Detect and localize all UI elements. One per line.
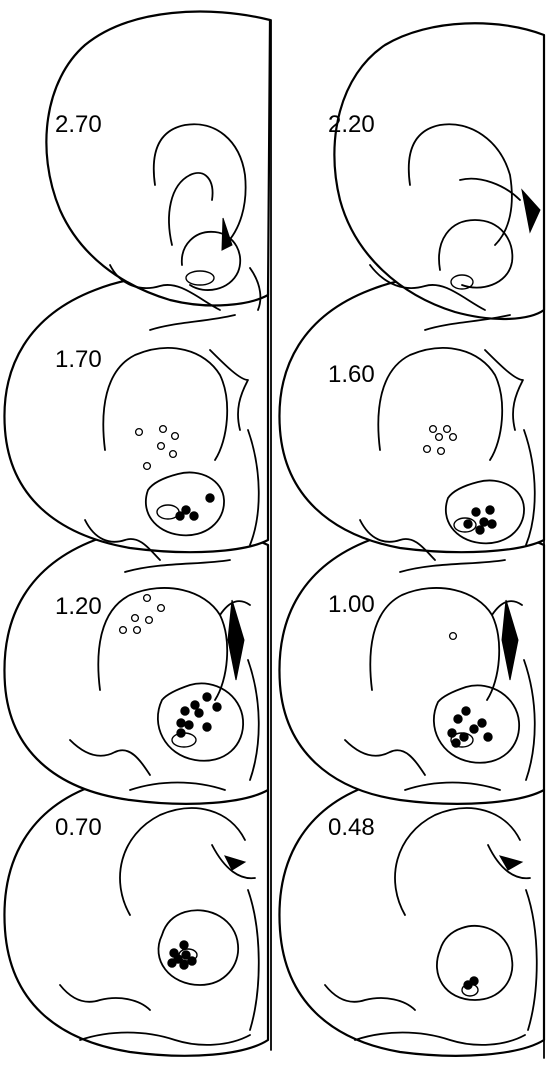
open-site-s5-5 [134,627,141,634]
filled-site-s4-2 [480,518,488,526]
open-site-s3-0 [136,429,143,436]
filled-site-s4-0 [472,508,480,516]
open-site-s3-3 [158,443,165,450]
open-site-s3-5 [144,463,151,470]
filled-site-s6-4 [448,729,456,737]
level-label-s6: 1.00 [328,591,375,618]
open-site-s3-2 [172,433,179,440]
filled-site-s5-2 [213,703,221,711]
filled-site-s8-1 [470,977,478,985]
open-site-s3-1 [160,426,167,433]
filled-site-s6-0 [462,707,470,715]
open-site-s4-1 [444,426,451,433]
level-label-s4: 1.60 [328,361,375,388]
filled-site-s5-4 [195,709,203,717]
filled-site-s6-1 [454,715,462,723]
filled-site-s4-3 [464,520,472,528]
filled-site-s6-6 [484,733,492,741]
filled-site-s3-2 [190,512,198,520]
filled-site-s6-5 [460,733,468,741]
level-label-s2: 2.20 [328,111,375,138]
filled-site-s4-1 [486,506,494,514]
open-site-s5-2 [132,615,139,622]
open-site-s4-2 [436,434,443,441]
section-s1: 2.70 [46,12,270,330]
open-site-s5-1 [158,605,165,612]
filled-site-s5-6 [185,721,193,729]
level-label-s5: 1.20 [55,593,102,620]
filled-site-s5-1 [191,701,199,709]
open-site-s3-4 [170,451,177,458]
open-site-s4-5 [438,448,445,455]
filled-site-s7-0 [180,941,188,949]
section-s3: 1.70 [4,275,268,572]
section-s2: 2.20 [328,23,544,330]
filled-site-s5-3 [181,707,189,715]
open-site-s5-0 [144,595,151,602]
filled-site-s5-0 [203,693,211,701]
section-s8: 0.48 [279,772,544,1056]
open-site-s4-3 [450,434,457,441]
open-site-s5-3 [146,617,153,624]
level-label-s7: 0.70 [55,814,102,841]
open-site-s5-4 [120,627,127,634]
open-site-s4-0 [430,426,437,433]
filled-site-s6-2 [478,719,486,727]
filled-site-s3-3 [176,512,184,520]
filled-site-s5-5 [177,719,185,727]
open-site-s6-0 [450,633,457,640]
open-site-s4-4 [424,446,431,453]
filled-site-s7-6 [180,961,188,969]
filled-site-s5-7 [203,723,211,731]
filled-site-s7-5 [168,959,176,967]
filled-site-s6-7 [452,739,460,747]
filled-site-s5-8 [177,729,185,737]
filled-site-s4-5 [476,526,484,534]
filled-site-s7-4 [188,957,196,965]
level-label-s8: 0.48 [328,814,375,841]
level-label-s3: 1.70 [55,346,102,373]
filled-site-s4-4 [488,520,496,528]
filled-site-s3-0 [206,494,214,502]
section-s7: 0.70 [4,772,268,1056]
filled-site-s6-3 [470,725,478,733]
level-label-s1: 2.70 [55,111,102,138]
